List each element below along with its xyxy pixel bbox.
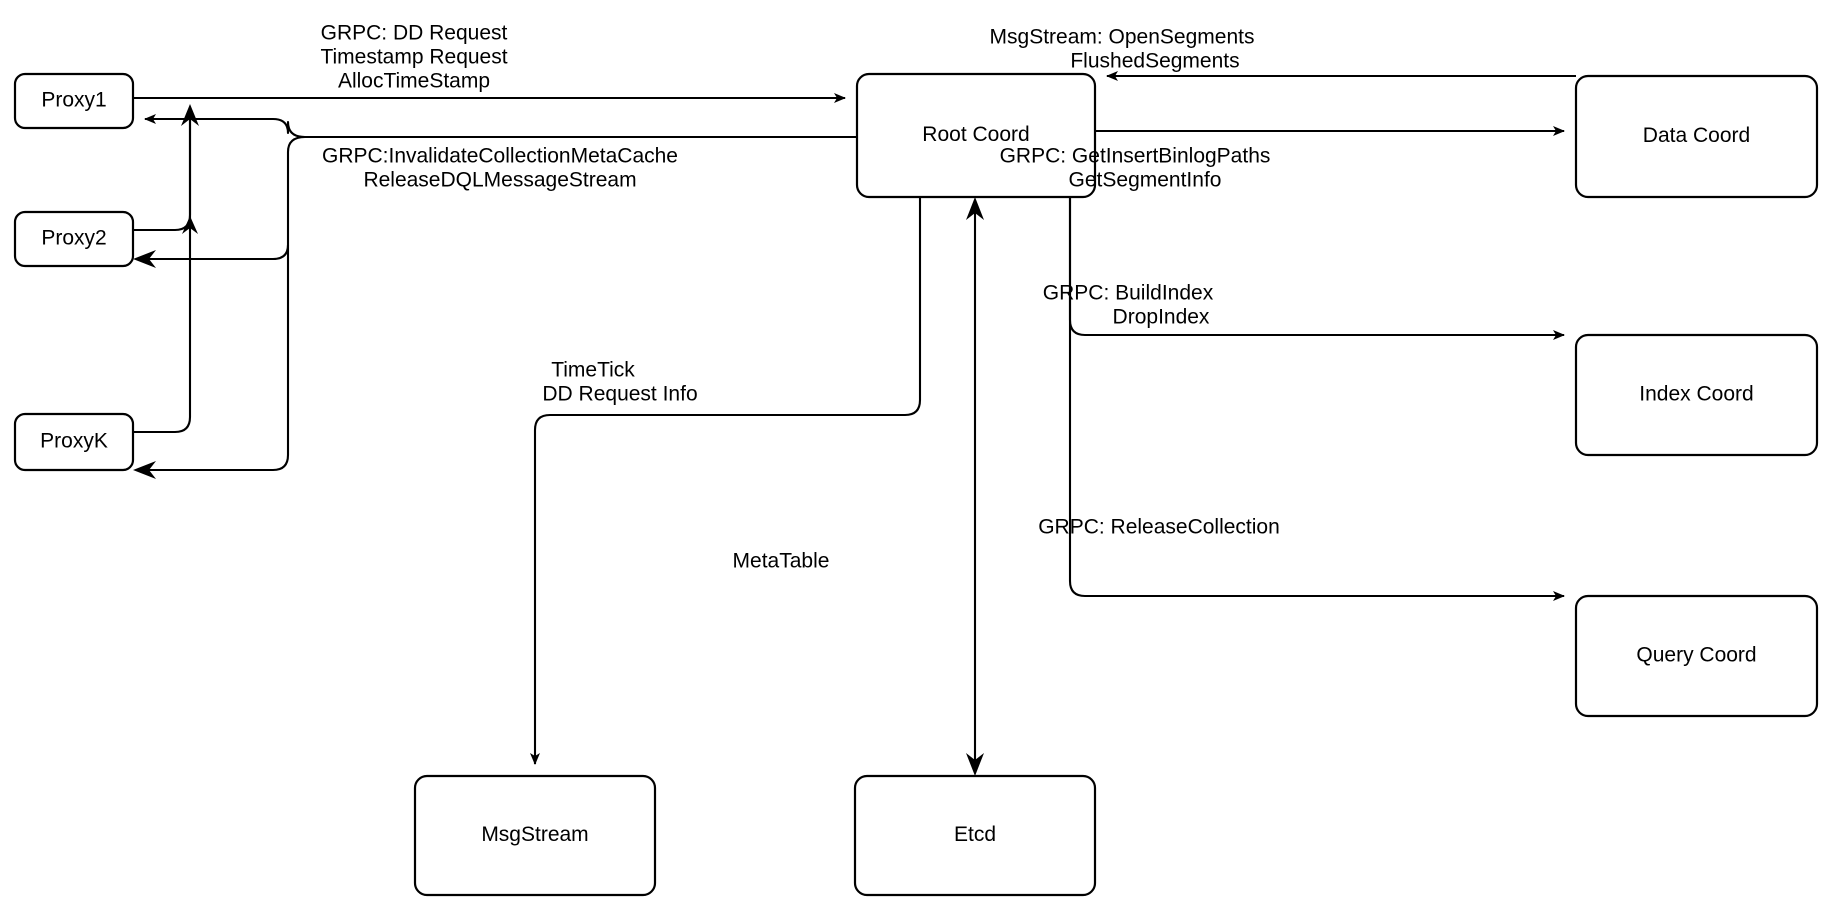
edge-rootcoord-to-querycoord — [1068, 197, 1565, 601]
edge-label-line: GRPC: GetInsertBinlogPaths — [1000, 145, 1271, 168]
edge-label-line: AllocTimeStamp — [338, 70, 490, 93]
node-querycoord-box[interactable] — [1574, 594, 1819, 718]
node-indexcoord[interactable]: Index Coord — [1574, 333, 1819, 457]
node-querycoord[interactable]: Query Coord — [1574, 594, 1819, 718]
nodes-layer: Proxy1 Proxy2 ProxyK Root Coord Data Coo… — [13, 72, 1819, 897]
edge-label-line: GRPC: ReleaseCollection — [1038, 516, 1280, 539]
edge-proxyk-to-merge — [133, 112, 192, 434]
node-querycoord-label: Query Coord — [1636, 644, 1756, 667]
node-msgstream-label: MsgStream — [481, 823, 588, 846]
edge-label-rootcoord-to-msgstream: TimeTick DD Request Info — [542, 359, 697, 406]
node-indexcoord-box[interactable] — [1574, 333, 1819, 457]
edge-rootcoord-return-trunk — [145, 135, 857, 472]
arrowhead-etcd-down — [966, 753, 984, 776]
edge-label-rootcoord-to-querycoord: GRPC: ReleaseCollection — [1038, 516, 1280, 539]
edge-label-datacoord-to-rootcoord: MsgStream: OpenSegments FlushedSegments — [990, 26, 1255, 73]
edge-rootcoord-to-msgstream — [530, 197, 922, 765]
edge-label-line: MsgStream: OpenSegments — [990, 26, 1255, 49]
node-rootcoord[interactable]: Root Coord — [855, 72, 1097, 199]
edge-label-line: Timestamp Request — [320, 46, 507, 69]
edge-label-rootcoord-etcd: MetaTable — [733, 550, 830, 573]
edge-label-line: GRPC: BuildIndex — [1043, 282, 1214, 305]
node-msgstream-box[interactable] — [413, 774, 657, 897]
edge-label-line: GRPC:InvalidateCollectionMetaCache — [322, 145, 678, 168]
edge-label-rootcoord-to-datacoord: GRPC: GetInsertBinlogPaths GetSegmentInf… — [1000, 145, 1271, 192]
arrowhead-etcd-up — [966, 197, 984, 220]
edge-label-line: FlushedSegments — [1070, 50, 1239, 73]
node-rootcoord-label: Root Coord — [922, 123, 1029, 146]
node-datacoord[interactable]: Data Coord — [1574, 74, 1819, 199]
edge-labels-layer: GRPC: DD Request Timestamp Request Alloc… — [320, 22, 1279, 573]
edge-label-line: DD Request Info — [542, 383, 697, 406]
node-etcd-label: Etcd — [954, 823, 996, 846]
node-proxyk[interactable]: ProxyK — [13, 412, 135, 472]
node-proxy1-label: Proxy1 — [41, 89, 106, 112]
arrowhead-proxy2-in — [133, 250, 156, 268]
edge-rootcoord-to-proxy1 — [144, 114, 857, 139]
node-proxy2-label: Proxy2 — [41, 227, 106, 250]
node-rootcoord-box[interactable] — [855, 72, 1097, 199]
edge-label-line: GRPC: DD Request — [321, 22, 508, 45]
node-datacoord-label: Data Coord — [1643, 124, 1750, 147]
node-datacoord-box[interactable] — [1574, 74, 1819, 199]
node-etcd-box[interactable] — [853, 774, 1097, 897]
node-proxy2[interactable]: Proxy2 — [13, 210, 135, 268]
node-proxy1[interactable]: Proxy1 — [13, 72, 135, 130]
arrowhead-proxyk-merge — [181, 104, 199, 126]
node-msgstream[interactable]: MsgStream — [413, 774, 657, 897]
node-proxyk-label: ProxyK — [40, 430, 108, 453]
edge-proxy2-to-merge — [133, 112, 192, 232]
node-proxy1-box[interactable] — [13, 72, 135, 130]
edge-label-rootcoord-to-indexcoord: GRPC: BuildIndex DropIndex — [1043, 282, 1214, 329]
edge-label-line: MetaTable — [733, 550, 830, 573]
edge-label-line: TimeTick — [551, 359, 635, 382]
arrowhead-proxyk-in — [133, 461, 156, 479]
edge-rootcoord-to-proxy2 — [145, 244, 290, 261]
edge-label-line: GetSegmentInfo — [1069, 169, 1222, 192]
edge-label-line: DropIndex — [1113, 306, 1210, 329]
edge-label-proxy-to-rootcoord: GRPC: DD Request Timestamp Request Alloc… — [320, 22, 507, 93]
node-proxy2-box[interactable] — [13, 210, 135, 268]
edge-label-line: ReleaseDQLMessageStream — [363, 169, 636, 192]
node-indexcoord-label: Index Coord — [1639, 383, 1753, 406]
node-proxyk-box[interactable] — [13, 412, 135, 472]
edges-layer — [133, 71, 1576, 776]
node-etcd[interactable]: Etcd — [853, 774, 1097, 897]
edge-label-rootcoord-to-proxy: GRPC:InvalidateCollectionMetaCache Relea… — [322, 145, 678, 192]
